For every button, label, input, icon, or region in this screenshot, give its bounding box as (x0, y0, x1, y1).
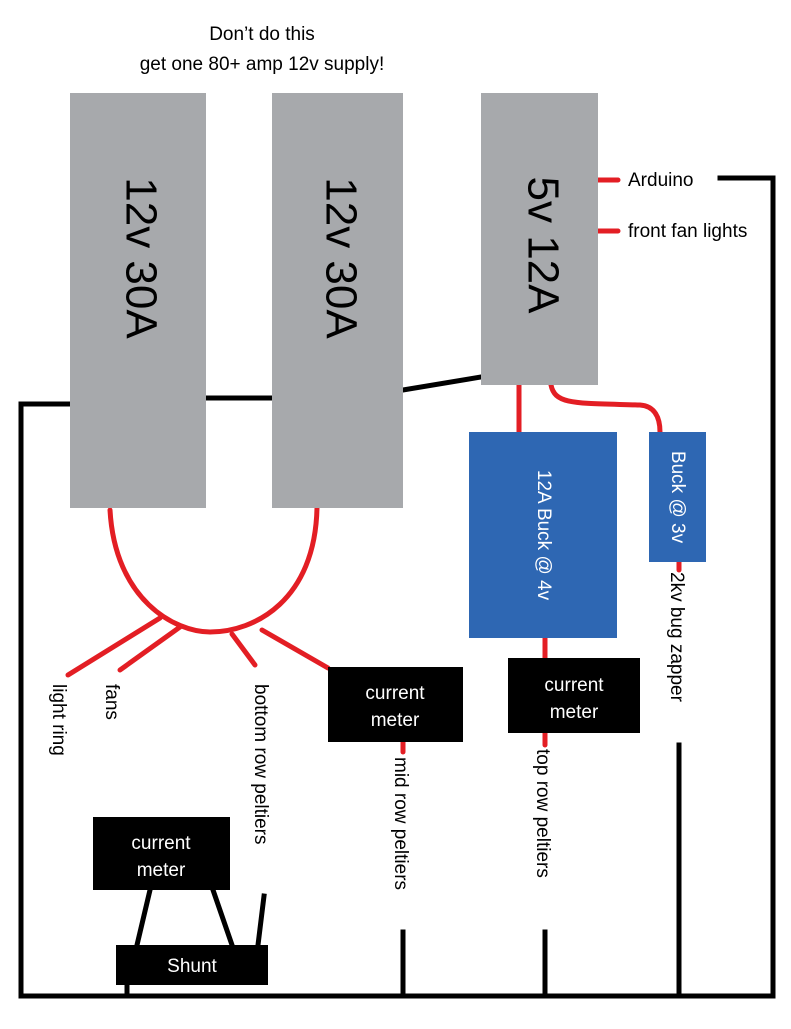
psu-3-box (481, 93, 598, 385)
label-bug-zapper: 2kv bug zapper (666, 572, 687, 703)
buck-3v-label: Buck @ 3v (667, 451, 688, 544)
current-meter-shunt-line1: current (131, 833, 191, 854)
ground-psu2-psu3 (400, 374, 484, 393)
psu-1-label: 12v 30A (116, 177, 165, 339)
psu-loop (107, 505, 320, 635)
ground-wires (18, 175, 776, 999)
psu-2-label: 12v 30A (316, 177, 365, 339)
psu-3: 5v 12A (481, 93, 598, 385)
current-meter-top: current meter (508, 658, 640, 733)
label-top-row: top row peltiers (532, 749, 553, 878)
label-light-ring: light ring (48, 684, 69, 756)
psu-1: 12v 30A (70, 93, 206, 508)
ground-bottom-row-shunt (255, 893, 267, 948)
current-meter-mid-box (328, 667, 463, 742)
buck-12a: 12A Buck @ 4v (469, 432, 617, 638)
ground-bus-left (18, 175, 776, 999)
current-meter-top-line1: current (544, 675, 604, 696)
current-meter-mid-line1: current (365, 683, 425, 704)
meter-shunt-lead-b (209, 886, 236, 949)
current-meter-shunt: current meter (93, 817, 230, 890)
current-meter-top-line2: meter (550, 702, 599, 723)
current-meter-mid-line2: meter (371, 710, 420, 731)
shunt-box (116, 945, 268, 985)
wire-light-ring (65, 615, 163, 678)
label-bottom-row: bottom row peltiers (250, 684, 271, 845)
buck-3v: Buck @ 3v (649, 432, 706, 562)
label-arduino: Arduino (628, 170, 694, 191)
wire-psu3-buck3 (548, 382, 663, 435)
label-fans: fans (101, 684, 122, 720)
buck-3v-box (649, 432, 706, 562)
wire-fans (117, 624, 183, 673)
psu-3-label: 5v 12A (518, 177, 567, 315)
meter-shunt-lead-a (133, 886, 154, 949)
header-line1: Don’t do this (209, 24, 315, 45)
current-meter-top-box (508, 658, 640, 733)
header-line2: get one 80+ amp 12v supply! (140, 54, 385, 75)
current-meter-shunt-box (93, 817, 230, 890)
wire-bottom-row (229, 631, 258, 668)
positive-wires (65, 177, 682, 755)
psu-1-box (70, 93, 206, 508)
psu-2-box (272, 93, 403, 508)
current-meter-mid: current meter (328, 667, 463, 742)
current-meter-shunt-line2: meter (137, 860, 186, 881)
label-front-fan-lights: front fan lights (628, 221, 747, 242)
wire-mid-meter (259, 627, 331, 671)
buck-12a-label: 12A Buck @ 4v (533, 470, 554, 601)
psu-2: 12v 30A (272, 93, 403, 508)
shunt: Shunt (116, 945, 268, 985)
shunt-label: Shunt (167, 956, 217, 977)
label-mid-row: mid row peltiers (390, 757, 411, 890)
buck-12a-box (469, 432, 617, 638)
